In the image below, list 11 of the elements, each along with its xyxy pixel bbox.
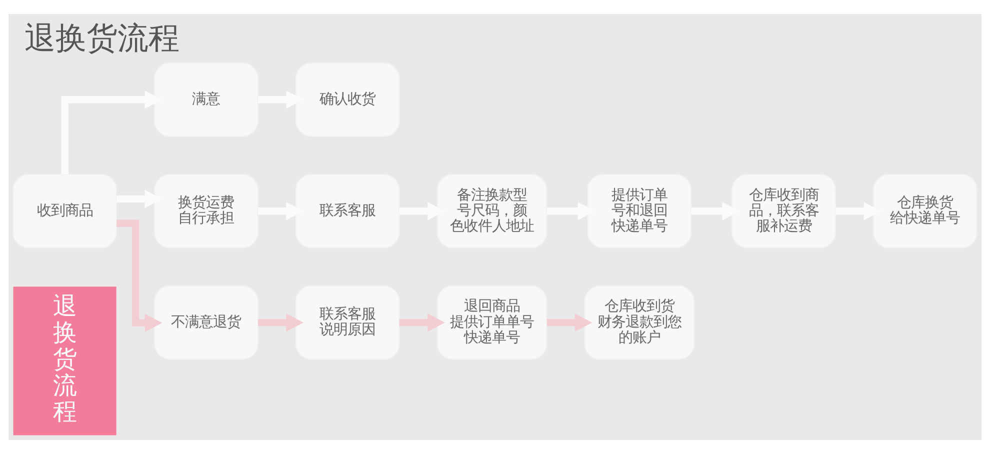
node-box: 退回商品提供订单单号快递单号	[436, 285, 548, 360]
label: 退换货流程	[52, 292, 77, 426]
node-box: 收到商品	[12, 174, 117, 248]
node-box: 不满意退货	[154, 285, 258, 360]
arrow	[116, 220, 162, 332]
node-box: 仓库收到货财务退款到您的账户	[584, 285, 695, 360]
arrow	[546, 313, 592, 332]
arrow	[258, 313, 304, 332]
node-box: 联系客服说明原因	[295, 285, 400, 360]
diagram-title: 退换货流程	[24, 20, 180, 57]
arrow	[399, 313, 445, 332]
